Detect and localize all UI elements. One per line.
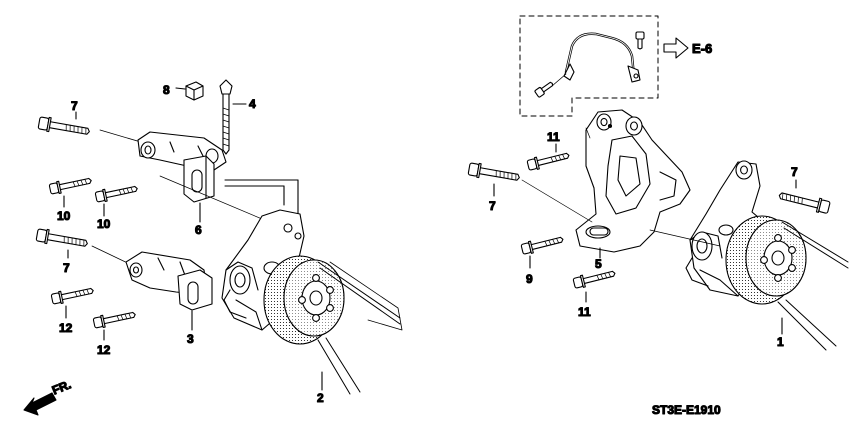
bolt-part	[777, 188, 832, 216]
bolt-part	[526, 148, 571, 172]
callout-label: 3	[187, 332, 194, 346]
callout-label: 10	[97, 217, 111, 231]
bolt-part	[467, 161, 522, 186]
bolt-part	[35, 227, 90, 252]
callout-label: 7	[63, 261, 70, 275]
callout-label: 5	[595, 257, 602, 271]
power-steering-pump-part	[221, 209, 403, 395]
reference-arrow-icon	[663, 37, 689, 59]
callout-label: 7	[489, 199, 496, 213]
callout-label: 9	[526, 272, 533, 286]
ground-cable-part	[534, 31, 645, 98]
adjusting-plate-part	[183, 155, 215, 203]
callout-label: 10	[57, 209, 71, 223]
bolt-part	[48, 174, 94, 196]
bolt-part	[92, 308, 138, 330]
callout-label: 12	[97, 343, 111, 357]
wing-nut-part	[185, 81, 204, 101]
bolt-part	[50, 284, 96, 306]
bolt-part	[520, 232, 565, 256]
callout-label: 4	[249, 97, 256, 111]
power-steering-pump-part	[685, 160, 849, 351]
callout-label: 7	[791, 165, 798, 179]
front-arrow-icon	[23, 392, 57, 416]
leader-line	[175, 87, 186, 90]
callout-label: 1	[777, 335, 784, 349]
bolt-part	[94, 182, 140, 204]
front-label: FR.	[50, 377, 73, 397]
callout-label: 6	[195, 223, 202, 237]
reference-box	[519, 15, 659, 117]
callout-label: 11	[578, 305, 591, 319]
callout-label: 2	[317, 391, 324, 405]
callout-label: 11	[547, 130, 560, 144]
callout-label: 12	[59, 321, 73, 335]
callout-label: 8	[163, 83, 170, 97]
callout-label: 7	[71, 99, 78, 113]
pump-bracket-part	[575, 109, 691, 253]
diagram-code: ST3E-E1910	[652, 403, 721, 417]
adjusting-bolt-part	[219, 79, 233, 155]
reference-label: E-6	[692, 41, 712, 56]
leader-line	[159, 175, 275, 225]
adjusting-plate-part	[177, 269, 213, 311]
bolt-part	[37, 115, 92, 140]
